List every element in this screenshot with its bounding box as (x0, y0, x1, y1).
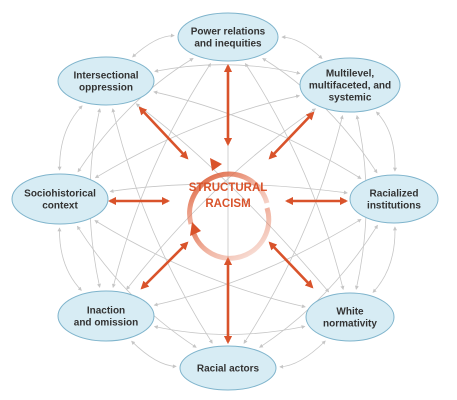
node-ellipse-multilevel (299, 57, 401, 113)
node-ellipse-intersectional (57, 56, 155, 106)
node-label-sociohistorical-line-1: Sociohistorical (24, 189, 96, 200)
node-label-multilevel-line-1: Multilevel, (326, 69, 375, 80)
node-label-multilevel-line-2: multifaceted, and (309, 81, 391, 92)
node-label-power-line-1: Power relations (191, 27, 266, 38)
link-multilevel-institutions (375, 111, 398, 172)
center-label-line-1: STRUCTURAL (189, 182, 268, 194)
node-label-multilevel-line-3: systemic (329, 93, 372, 104)
link-institutions-white (372, 226, 398, 293)
node-label-inaction-line-2: and omission (74, 318, 138, 329)
link-white-actors (279, 340, 326, 369)
link-multilevel-sociohistorical (94, 94, 301, 179)
node-label-power-line-2: and inequities (194, 39, 262, 50)
link-white-inaction (153, 325, 306, 335)
node-label-intersectional-line-2: oppression (79, 83, 133, 94)
spoke-arrow-inaction (140, 241, 189, 290)
center-cycle: STRUCTURAL RACISM (187, 158, 272, 261)
node-ellipse-power (177, 12, 279, 62)
link-actors-intersectional (111, 108, 213, 344)
node-ellipse-institutions (349, 174, 439, 224)
link-inaction-sociohistorical (57, 227, 82, 291)
cycle-ring-upper (187, 171, 270, 225)
node-label-inaction-line-1: Inaction (87, 306, 125, 317)
spoke-arrows (107, 63, 349, 345)
node-label-intersectional-line-1: Intersectional (73, 71, 138, 82)
cycle-ring-lower (190, 207, 272, 261)
cycle-arrowhead-top (210, 158, 222, 171)
spoke-arrow-white (268, 241, 314, 289)
link-power-intersectional (132, 33, 175, 58)
node-label-institutions-line-2: institutions (367, 201, 421, 212)
link-power-multilevel (281, 35, 323, 59)
node-label-institutions-line-1: Racialized (370, 189, 419, 200)
node-ellipse-actors (179, 345, 277, 391)
node-ellipse-sociohistorical (11, 173, 109, 225)
link-actors-inaction (131, 340, 177, 369)
link-institutions-inaction (153, 218, 362, 307)
cycle-arrowhead-bottom (190, 222, 201, 236)
node-actors: Racial actors (179, 345, 277, 391)
node-label-actors-line-1: Racial actors (197, 364, 260, 375)
spoke-arrow-multilevel (268, 111, 315, 160)
link-sociohistorical-intersectional (57, 105, 83, 171)
center-label-line-2: RACISM (205, 198, 250, 210)
spoke-arrow-intersectional (138, 106, 189, 160)
node-label-white-line-1: White (336, 307, 364, 318)
node-ellipse-inaction (57, 290, 155, 342)
node-label-sociohistorical-line-2: context (42, 201, 78, 212)
node-ellipse-white (305, 292, 395, 342)
node-label-white-line-2: normativity (323, 319, 377, 330)
